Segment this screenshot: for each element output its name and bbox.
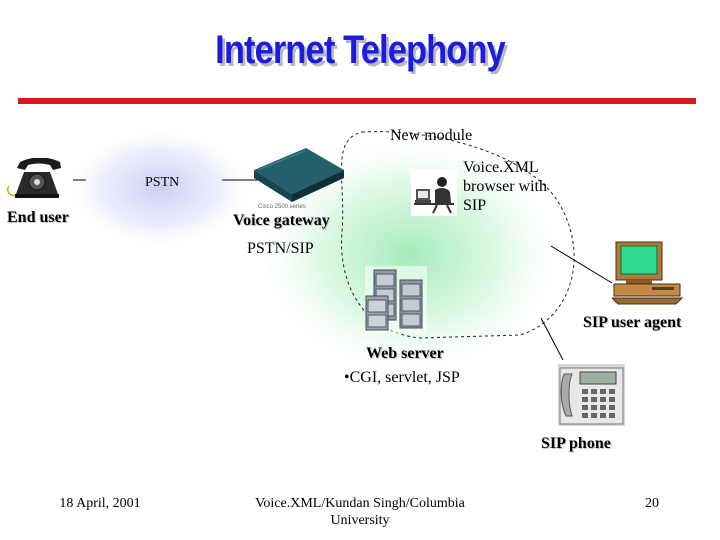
pstn-sip-label: PSTN/SIP <box>247 240 314 257</box>
voice-gateway-label: Voice gateway <box>233 212 330 229</box>
telephone-icon <box>6 158 61 198</box>
pstn-label: PSTN <box>145 175 180 190</box>
footer-page-number: 20 <box>645 496 659 511</box>
web-server-label: Web server <box>366 345 444 362</box>
voicexml-browser-label: Voice.XML browser with SIP <box>463 158 547 215</box>
page-title: Internet Telephony <box>215 28 506 72</box>
gateway-device-caption: Cisco 2500 series <box>258 204 306 210</box>
new-module-label: New module <box>390 127 473 144</box>
voicexml-browser-line-1: Voice.XML <box>463 159 539 176</box>
file-server-icon <box>365 266 427 334</box>
person-at-computer-icon <box>411 169 457 216</box>
voicexml-browser-line-3: SIP <box>463 197 487 214</box>
desktop-computer-icon <box>612 241 684 305</box>
module-to-sip-phone-line <box>540 317 564 361</box>
footer-author: Voice.XML/Kundan Singh/Columbia Universi… <box>240 495 480 529</box>
title-underline <box>18 98 696 104</box>
voicexml-browser-line-2: browser with <box>463 178 547 195</box>
sip-phone-label: SIP phone <box>541 435 611 452</box>
footer-date: 18 April, 2001 <box>59 496 141 511</box>
module-glow <box>250 130 570 380</box>
gateway-router-icon: Cisco 2500 series <box>254 148 344 210</box>
footer-author-line-1: Voice.XML/Kundan Singh/Columbia <box>255 496 465 511</box>
sip-user-agent-label: SIP user agent <box>583 314 682 331</box>
end-user-label: End user <box>7 209 69 226</box>
module-to-sip-agent-line <box>550 245 613 284</box>
footer-author-line-2: University <box>330 513 390 528</box>
ip-phone-icon <box>558 364 625 426</box>
new-module-boundary <box>341 131 575 339</box>
web-server-detail: •CGI, servlet, JSP <box>344 369 460 386</box>
pstn-cloud-glow <box>65 126 255 250</box>
